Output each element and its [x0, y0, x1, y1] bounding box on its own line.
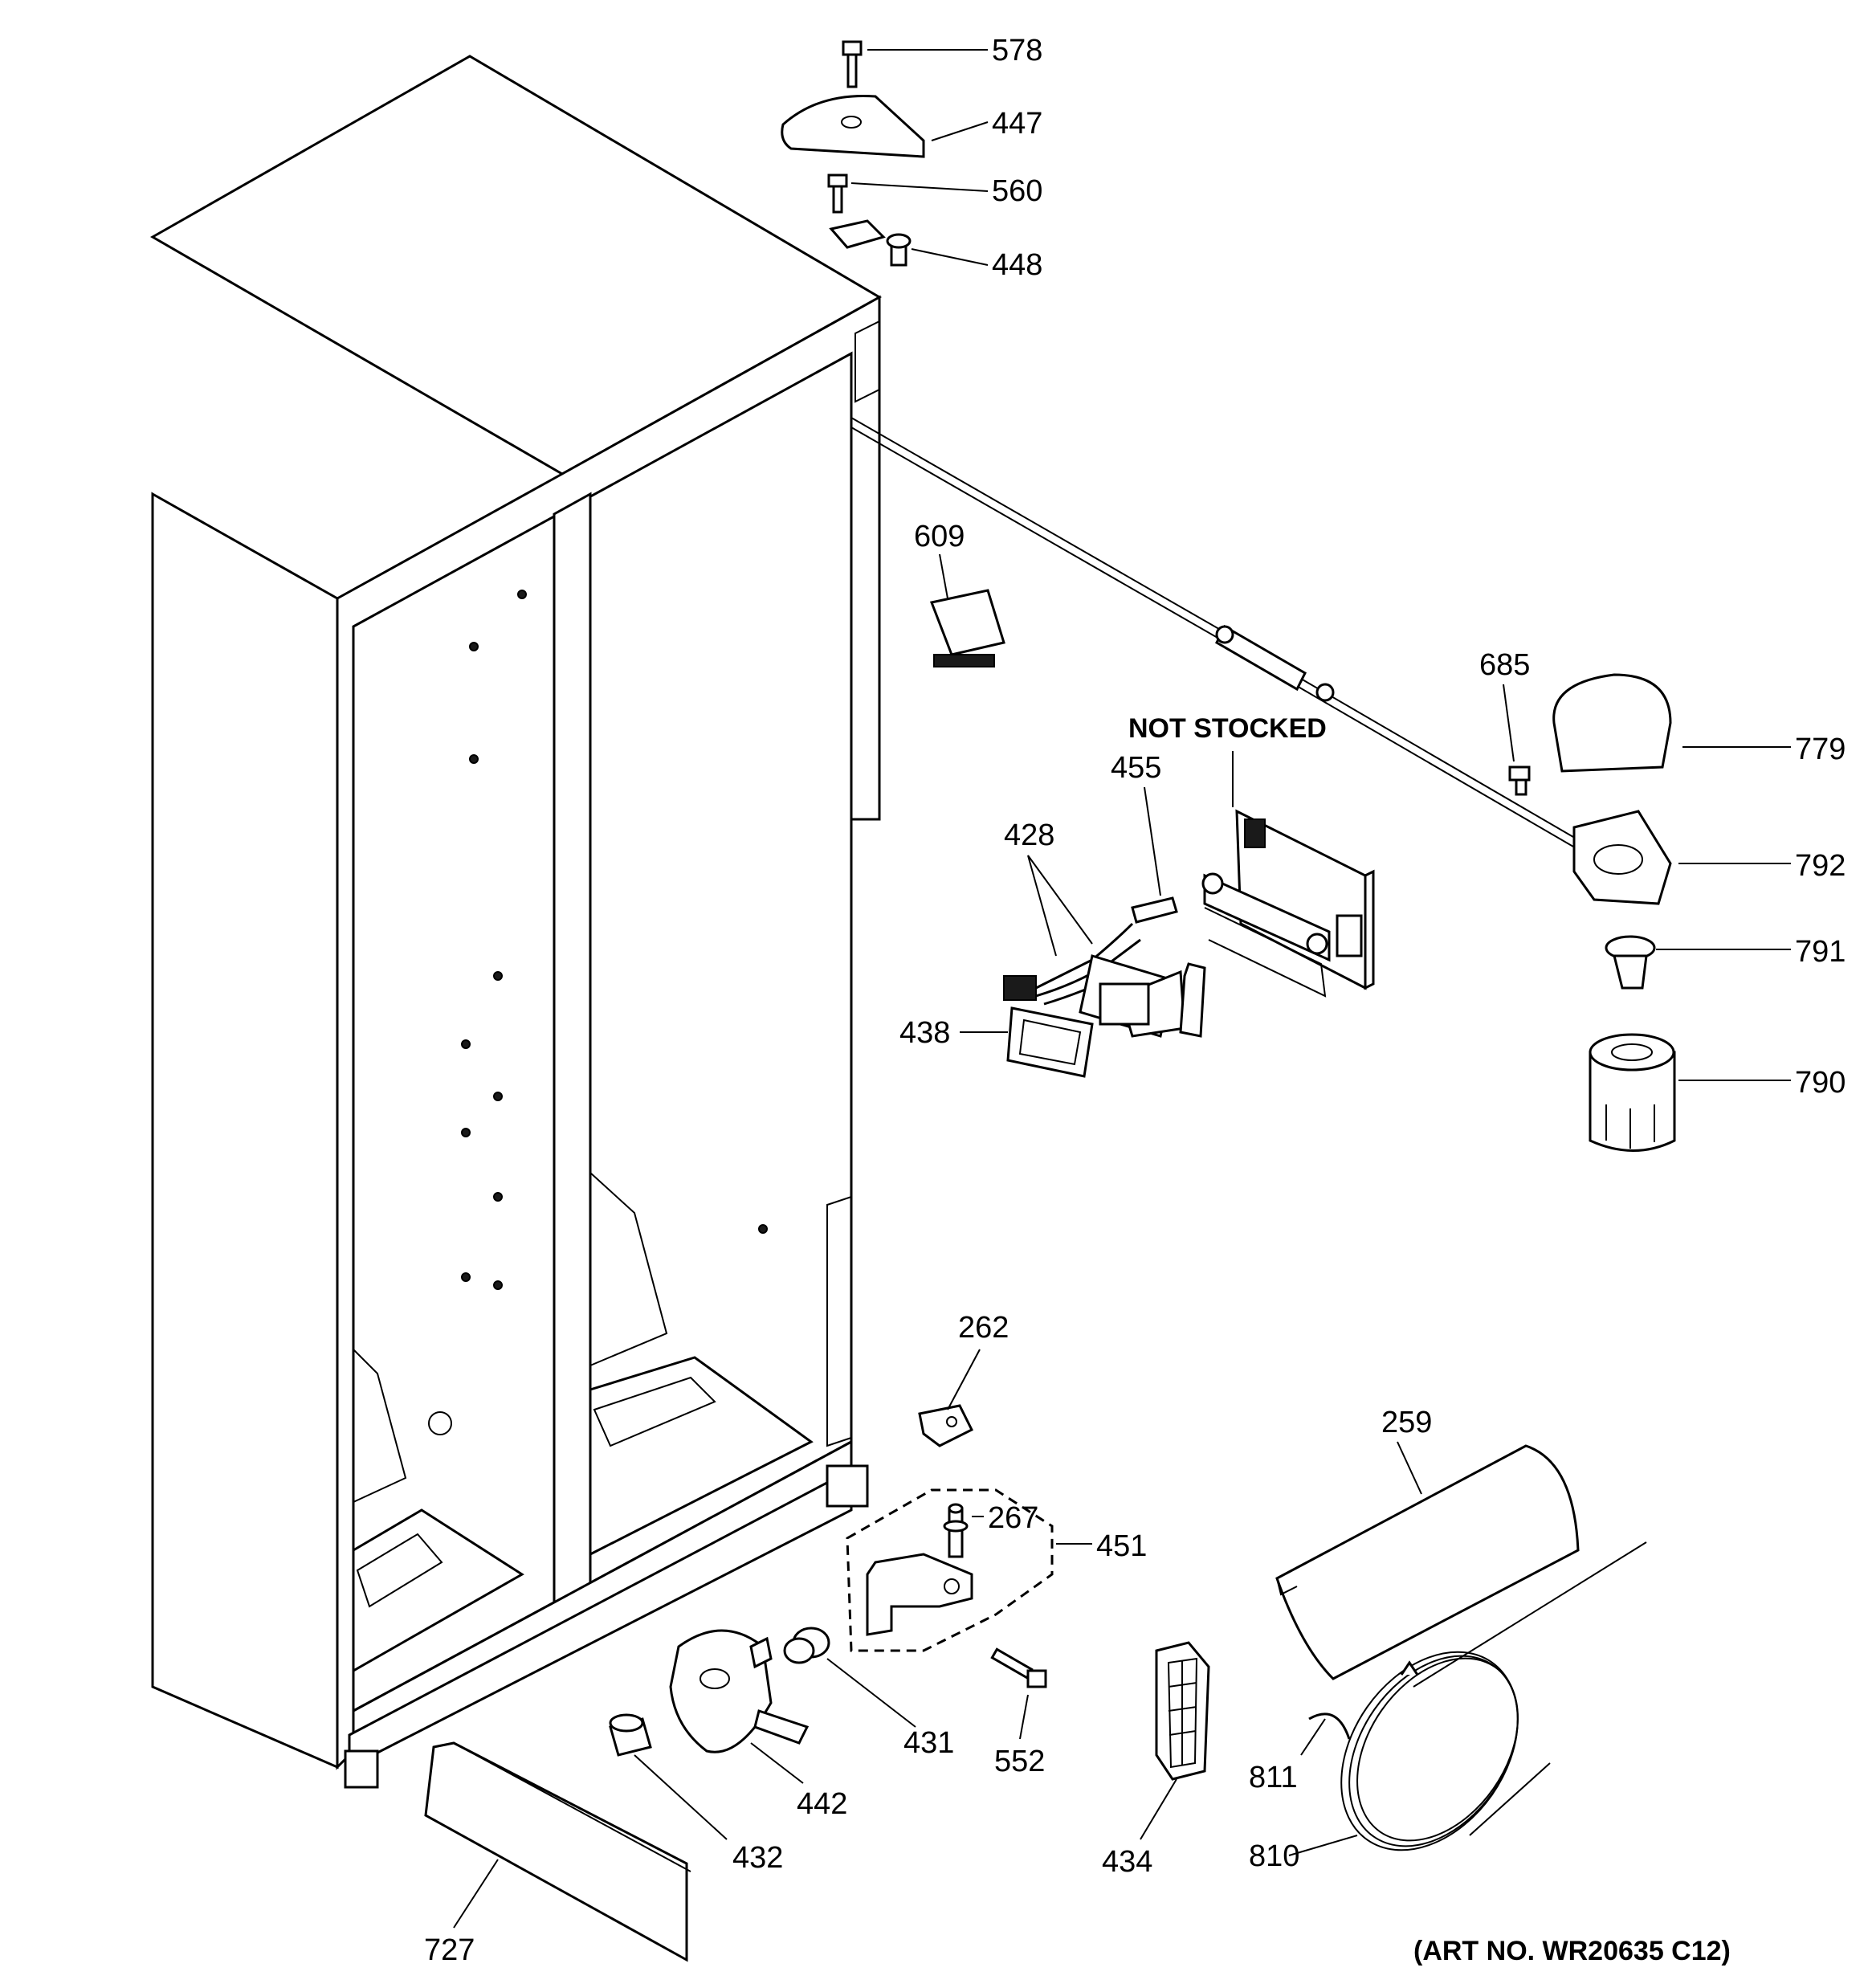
clip-811	[1308, 1712, 1351, 1740]
label-428: 428	[1004, 818, 1054, 852]
leader-448	[911, 248, 989, 266]
kick-plate-727	[424, 1741, 691, 1962]
leader-560	[850, 182, 989, 192]
label-811: 811	[1249, 1761, 1298, 1794]
leader-259	[1397, 1441, 1422, 1495]
leader-609	[939, 553, 948, 599]
label-560: 560	[992, 174, 1042, 208]
label-448: 448	[992, 248, 1042, 282]
leader-432	[634, 1754, 728, 1840]
dispenser-assembly-not-stocked	[1201, 809, 1375, 998]
label-447: 447	[992, 107, 1042, 141]
hinge-cover-447	[781, 94, 925, 158]
hinge-part-262	[918, 1404, 974, 1447]
leader-447	[931, 121, 989, 141]
label-455: 455	[1111, 751, 1161, 785]
water-tubing-810	[1340, 1541, 1647, 1851]
leader-262	[947, 1349, 981, 1410]
label-438: 438	[899, 1016, 950, 1050]
top-hinge-screw-578	[842, 40, 863, 88]
art-number-caption: (ART NO. WR20635 C12)	[1413, 1936, 1731, 1966]
leader-552	[1019, 1694, 1029, 1740]
wire-harness-428	[1003, 922, 1206, 1038]
part-labels: 578 447 560 448 609 685 779 455 428 792 …	[424, 34, 1846, 1967]
label-434: 434	[1102, 1845, 1152, 1879]
lower-hinge-bracket	[866, 1553, 973, 1636]
gasket-438	[1006, 1006, 1094, 1078]
label-578: 578	[992, 34, 1042, 67]
leader-727	[453, 1859, 499, 1929]
label-552: 552	[994, 1745, 1045, 1778]
label-779: 779	[1795, 733, 1846, 766]
screw-552	[990, 1647, 1047, 1688]
leader-434	[1140, 1778, 1177, 1840]
label-609: 609	[914, 520, 965, 553]
leader-811	[1300, 1718, 1326, 1756]
label-267: 267	[988, 1501, 1038, 1535]
actuator-455	[1131, 896, 1178, 924]
bypass-plug-791	[1605, 935, 1656, 990]
switch-609	[929, 589, 1005, 667]
leader-685	[1503, 684, 1515, 762]
leader-810	[1288, 1835, 1358, 1856]
label-431: 431	[903, 1726, 954, 1760]
leader-431	[826, 1658, 916, 1728]
not-stocked-caption: NOT STOCKED	[1128, 713, 1327, 744]
hinge-screw-560	[827, 173, 848, 214]
label-685: 685	[1479, 648, 1530, 682]
label-442: 442	[797, 1787, 847, 1821]
filter-cover-779	[1552, 673, 1672, 773]
label-790: 790	[1795, 1066, 1846, 1100]
label-791: 791	[1795, 935, 1846, 969]
label-451: 451	[1096, 1529, 1147, 1563]
grille-434	[1155, 1641, 1210, 1781]
water-tube	[850, 417, 1599, 862]
label-259: 259	[1381, 1406, 1432, 1439]
label-262: 262	[958, 1311, 1009, 1345]
label-792: 792	[1795, 849, 1846, 883]
bushing-432	[609, 1713, 652, 1757]
filter-head-792	[1572, 810, 1672, 905]
water-filter-790	[1589, 1033, 1676, 1152]
label-432: 432	[732, 1841, 783, 1875]
screw-685	[1508, 765, 1531, 796]
leader-428a	[1027, 855, 1057, 957]
refrigerator-cabinet	[149, 55, 883, 1789]
hinge-448	[829, 219, 912, 267]
cap-431	[783, 1627, 830, 1664]
label-810: 810	[1249, 1839, 1299, 1873]
motor-442	[669, 1629, 810, 1753]
leader-455	[1144, 786, 1161, 896]
group-outline-451	[846, 1488, 1054, 1652]
leader-428b	[1027, 855, 1093, 945]
leader-442	[750, 1742, 804, 1784]
label-727: 727	[424, 1933, 475, 1967]
cover-259	[1275, 1444, 1580, 1680]
hinge-pin-267	[943, 1503, 969, 1558]
